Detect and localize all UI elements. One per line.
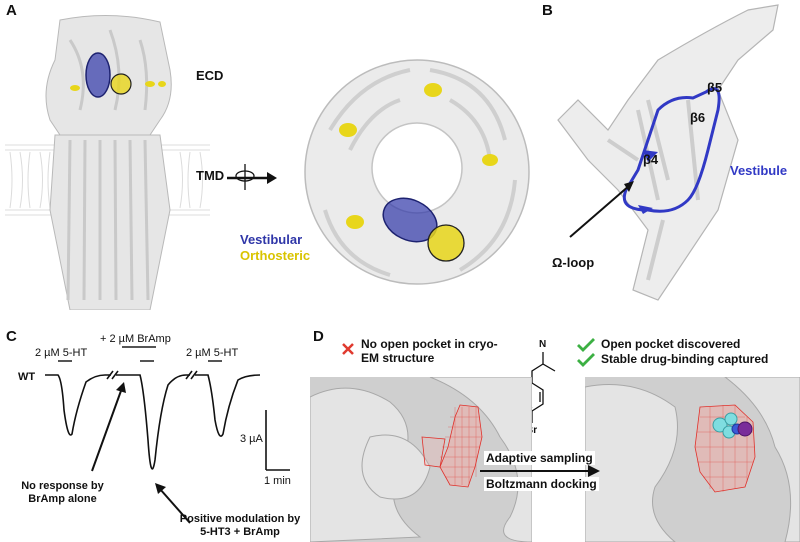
legend-orthosteric: Orthosteric xyxy=(240,248,311,263)
orthosteric-blobs xyxy=(70,81,166,91)
no-open-pocket-text: No open pocket in cryo-EM structure xyxy=(361,337,498,365)
pocket-mesh-left xyxy=(421,404,483,488)
orthosteric-blobs-top xyxy=(339,83,498,229)
application-2-label: + 2 µM BrAmp xyxy=(100,333,171,345)
check-icon-2 xyxy=(577,353,595,367)
molecule-n-label: N xyxy=(539,339,547,350)
ligand-spheres xyxy=(712,412,753,439)
method-boltzmann-docking: Boltzmann docking xyxy=(484,477,599,491)
panel-c-trace xyxy=(45,346,290,524)
vestibule-loop xyxy=(622,87,721,213)
vestibule-label: Vestibule xyxy=(730,163,788,178)
arrow-no-response xyxy=(91,387,123,472)
note-no-response: No response by BrAmp alone xyxy=(21,480,104,505)
beta5-label: β5 xyxy=(707,80,723,95)
arrow-modulation xyxy=(159,488,191,524)
surface-left xyxy=(310,377,532,542)
note-positive-modulation: Positive modulation by 5-HT3 + BrAmp xyxy=(179,513,301,538)
ecd-label: ECD xyxy=(196,68,224,83)
check-icon-1 xyxy=(577,338,595,352)
rotate-arrow-icon xyxy=(227,164,277,190)
cross-icon xyxy=(342,343,354,355)
application-1-label: 2 µM 5-HT xyxy=(35,347,88,359)
panel-b-structure xyxy=(557,4,779,301)
scale-bars xyxy=(265,410,290,471)
orthosteric-site-top xyxy=(427,224,465,262)
panel-a-side-view xyxy=(5,14,210,310)
wt-label: WT xyxy=(18,371,36,383)
method-adaptive-sampling: Adaptive sampling xyxy=(484,451,595,465)
beta6-label: β6 xyxy=(690,110,706,125)
stable-binding-text: Stable drug-binding captured xyxy=(601,352,769,366)
panel-a-letter: A xyxy=(6,2,17,19)
panel-b-letter: B xyxy=(542,2,553,19)
current-trace xyxy=(45,374,261,470)
scale-bar-x-label: 1 min xyxy=(264,475,291,487)
omega-loop-label: Ω-loop xyxy=(552,255,595,270)
legend-vestibular: Vestibular xyxy=(240,232,303,247)
receptor-body xyxy=(45,14,172,310)
tmd-label: TMD xyxy=(196,168,225,183)
beta4-label: β4 xyxy=(643,152,659,167)
panel-c-letter: C xyxy=(6,328,17,345)
scale-bar-y-label: 3 µA xyxy=(240,433,263,445)
panel-d-letter: D xyxy=(313,328,324,345)
central-pore xyxy=(371,122,463,214)
orthosteric-site xyxy=(110,73,132,95)
open-pocket-text: Open pocket discovered xyxy=(601,337,741,351)
panel-a-top-view xyxy=(304,59,530,285)
surface-right xyxy=(585,377,800,542)
method-arrow xyxy=(480,465,600,477)
vestibular-site xyxy=(85,52,111,98)
application-3-label: 2 µM 5-HT xyxy=(186,347,239,359)
